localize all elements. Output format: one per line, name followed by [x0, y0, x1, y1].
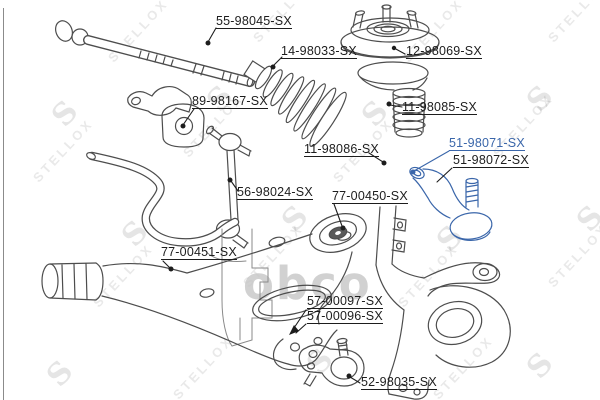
- part-label-57-00096-sx: 57-00096-SX: [307, 309, 383, 324]
- part-label-51-98071-sx-highlighted: 51-98071-SX: [449, 136, 525, 151]
- part-label-14-98033-sx: 14-98033-SX: [281, 44, 357, 59]
- steering-knuckle-drawing: [375, 205, 511, 400]
- part-label-57-00097-sx: 57-00097-SX: [307, 294, 383, 309]
- part-label-52-98035-sx: 52-98035-SX: [361, 375, 437, 390]
- scan-edge-line: [3, 8, 4, 400]
- ball-joint-drawing: [298, 337, 365, 387]
- stabilizer-bracket-drawing: [127, 86, 205, 148]
- strut-mount-drawing: [340, 4, 440, 59]
- part-label-55-98045-sx: 55-98045-SX: [216, 14, 292, 29]
- part-label-11-98085-sx: 11-98085-SX: [402, 100, 477, 115]
- inner-tie-rod-drawing: [55, 20, 255, 88]
- part-label-56-98024-sx: 56-98024-SX: [237, 185, 313, 200]
- stabilizer-link-drawing: [205, 125, 252, 249]
- strut-boot-drawing: [357, 61, 429, 138]
- steering-rack-boot-drawing: [243, 60, 347, 148]
- part-label-12-98069-sx: 12-98069-SX: [406, 44, 482, 59]
- part-label-51-98072-sx: 51-98072-SX: [453, 153, 529, 168]
- control-arm-drawing: [41, 231, 353, 371]
- part-label-77-00451-sx: 77-00451-SX: [161, 245, 237, 260]
- part-label-77-00450-sx: 77-00450-SX: [332, 189, 408, 204]
- part-label-89-98167-sx: 89-98167-SX: [192, 94, 268, 109]
- leader-lines: [162, 27, 453, 384]
- tie-rod-end-drawing-highlighted: [409, 166, 493, 241]
- stabilizer-bar-drawing: [86, 151, 240, 247]
- part-label-11-98086-sx: 11-98086-SX: [304, 142, 379, 157]
